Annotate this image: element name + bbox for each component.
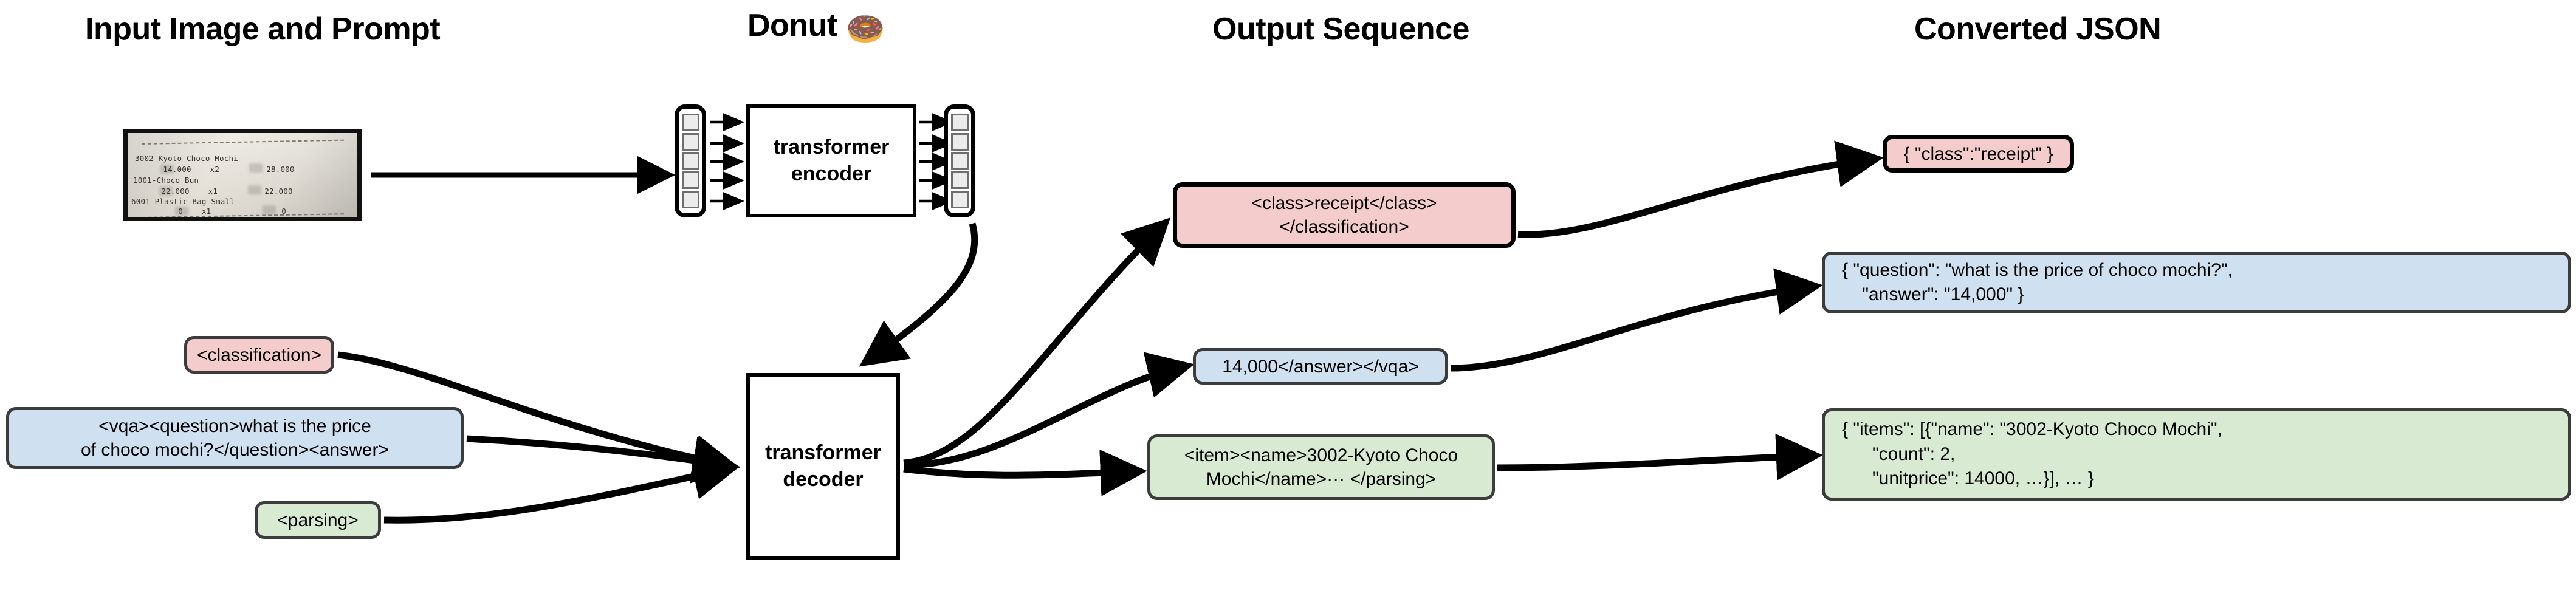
output-sequence-classification-text: <class>receipt</class> </classification> — [1251, 193, 1437, 237]
prompt-classification-token[interactable]: <classification> — [184, 336, 334, 374]
receipt-image: 3002-Kyoto Choco Mochi 14.000 x2 28.000 … — [123, 129, 362, 221]
token-cell — [950, 132, 969, 151]
transformer-encoder-label: transformer encoder — [773, 135, 890, 185]
encoder-output-token-strip — [944, 104, 975, 217]
receipt-line-2: 14.000 x2 28.000 — [135, 165, 295, 174]
output-sequence-parsing[interactable]: <item><name>3002-Kyoto Choco Mochi</name… — [1147, 434, 1495, 500]
prompt-classification-text: <classification> — [196, 344, 322, 365]
donut-icon: 🍩 — [845, 12, 885, 47]
receipt-redaction — [263, 205, 276, 214]
token-cell — [950, 114, 969, 132]
token-cell — [950, 190, 969, 208]
prompt-parsing-token[interactable]: <parsing> — [255, 501, 381, 539]
receipt-line-3: 1001-Choco Bun — [133, 176, 199, 185]
receipt-line-6: 0 x1 0 — [131, 207, 286, 216]
prompt-vqa-text: <vqa><question>what is the price of choc… — [81, 416, 389, 460]
column-title-output-sequence: Output Sequence — [1212, 12, 1469, 47]
token-cell — [950, 152, 969, 170]
output-sequence-classification[interactable]: <class>receipt</class> </classification> — [1173, 182, 1516, 248]
token-cell — [681, 114, 699, 132]
receipt-redaction — [159, 187, 173, 196]
output-sequence-vqa-text: 14,000</answer></vqa> — [1222, 356, 1419, 377]
receipt-divider-top — [141, 139, 344, 145]
converted-json-vqa-text: { "question": "what is the price of choc… — [1842, 259, 2233, 305]
prompt-vqa-token[interactable]: <vqa><question>what is the price of choc… — [6, 407, 464, 469]
token-cell — [681, 190, 699, 208]
receipt-line-4: 22.000 x1 22.000 — [133, 187, 293, 196]
output-sequence-parsing-text: <item><name>3002-Kyoto Choco Mochi</name… — [1184, 445, 1458, 489]
receipt-redaction — [160, 165, 174, 174]
converted-json-classification[interactable]: { "class":"receipt" } — [1883, 135, 2074, 173]
token-cell — [681, 171, 699, 190]
receipt-line-1: 3002-Kyoto Choco Mochi — [135, 154, 238, 163]
transformer-encoder-block: transformer encoder — [746, 104, 916, 217]
model-name-label: Donut — [747, 8, 837, 43]
encoder-input-token-strip — [675, 104, 706, 217]
column-title-converted-json: Converted JSON — [1914, 12, 2162, 47]
converted-json-parsing[interactable]: { "items": [{"name": "3002-Kyoto Choco M… — [1822, 408, 2571, 501]
transformer-decoder-block: transformer decoder — [746, 373, 900, 560]
converted-json-parsing-text: { "items": [{"name": "3002-Kyoto Choco M… — [1842, 419, 2222, 489]
token-cell — [950, 171, 969, 190]
converted-json-classification-text: { "class":"receipt" } — [1903, 143, 2053, 164]
receipt-redaction — [249, 163, 263, 173]
transformer-decoder-label: transformer decoder — [765, 440, 881, 491]
prompt-parsing-text: <parsing> — [277, 510, 359, 530]
column-title-model: Donut 🍩 — [747, 7, 885, 47]
column-title-input: Input Image and Prompt — [85, 12, 441, 47]
receipt-redaction — [175, 207, 188, 216]
token-cell — [681, 152, 699, 170]
receipt-redaction — [248, 185, 261, 194]
receipt-line-5: 6001-Plastic Bag Small — [131, 197, 235, 206]
output-sequence-vqa[interactable]: 14,000</answer></vqa> — [1193, 348, 1448, 385]
token-cell — [681, 132, 699, 151]
converted-json-vqa[interactable]: { "question": "what is the price of choc… — [1822, 252, 2571, 313]
